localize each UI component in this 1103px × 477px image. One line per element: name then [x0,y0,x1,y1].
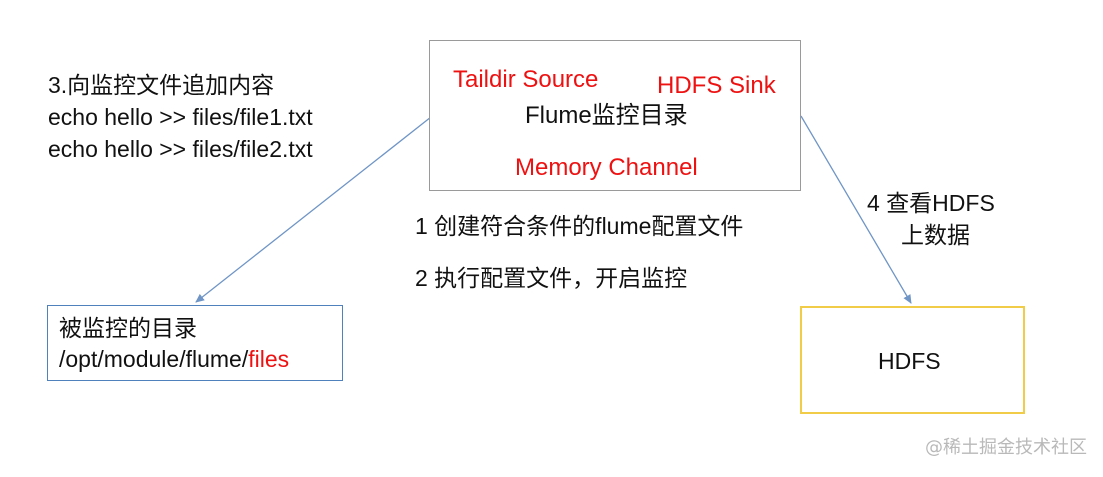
watermark: @稀土掘金技术社区 [925,437,1087,458]
path-highlight: files [248,346,290,372]
step3-heading: 3.向监控文件追加内容 [48,72,275,98]
flume-agent-box: Taildir Source HDFS Sink Flume监控目录 Memor… [429,40,801,191]
hdfs-box-label: HDFS [878,348,941,374]
hdfs-box: HDFS [800,306,1025,414]
step2-text: 2 执行配置文件，开启监控 [415,265,688,291]
step4-line-2: 上数据 [901,222,970,248]
flume-box-title: Flume监控目录 [525,102,688,129]
step3-command-2: echo hello >> files/file2.txt [48,136,313,162]
step3-command-1: echo hello >> files/file1.txt [48,104,313,130]
step3-text: 3.向监控文件追加内容 echo hello >> files/file1.tx… [48,69,313,165]
monitored-directory-path: /opt/module/flume/files [59,343,289,375]
path-prefix: /opt/module/flume/ [59,346,249,372]
step4-line-1: 4 查看HDFS [867,190,995,216]
hdfs-sink-label: HDFS Sink [657,72,776,99]
step4-text: 4 查看HDFS 上数据 [867,187,995,251]
monitored-directory-box: 被监控的目录 /opt/module/flume/files [47,305,343,381]
monitored-directory-title: 被监控的目录 [59,315,197,341]
taildir-source-label: Taildir Source [453,66,599,93]
step1-text: 1 创建符合条件的flume配置文件 [415,213,744,239]
memory-channel-label: Memory Channel [515,154,698,181]
